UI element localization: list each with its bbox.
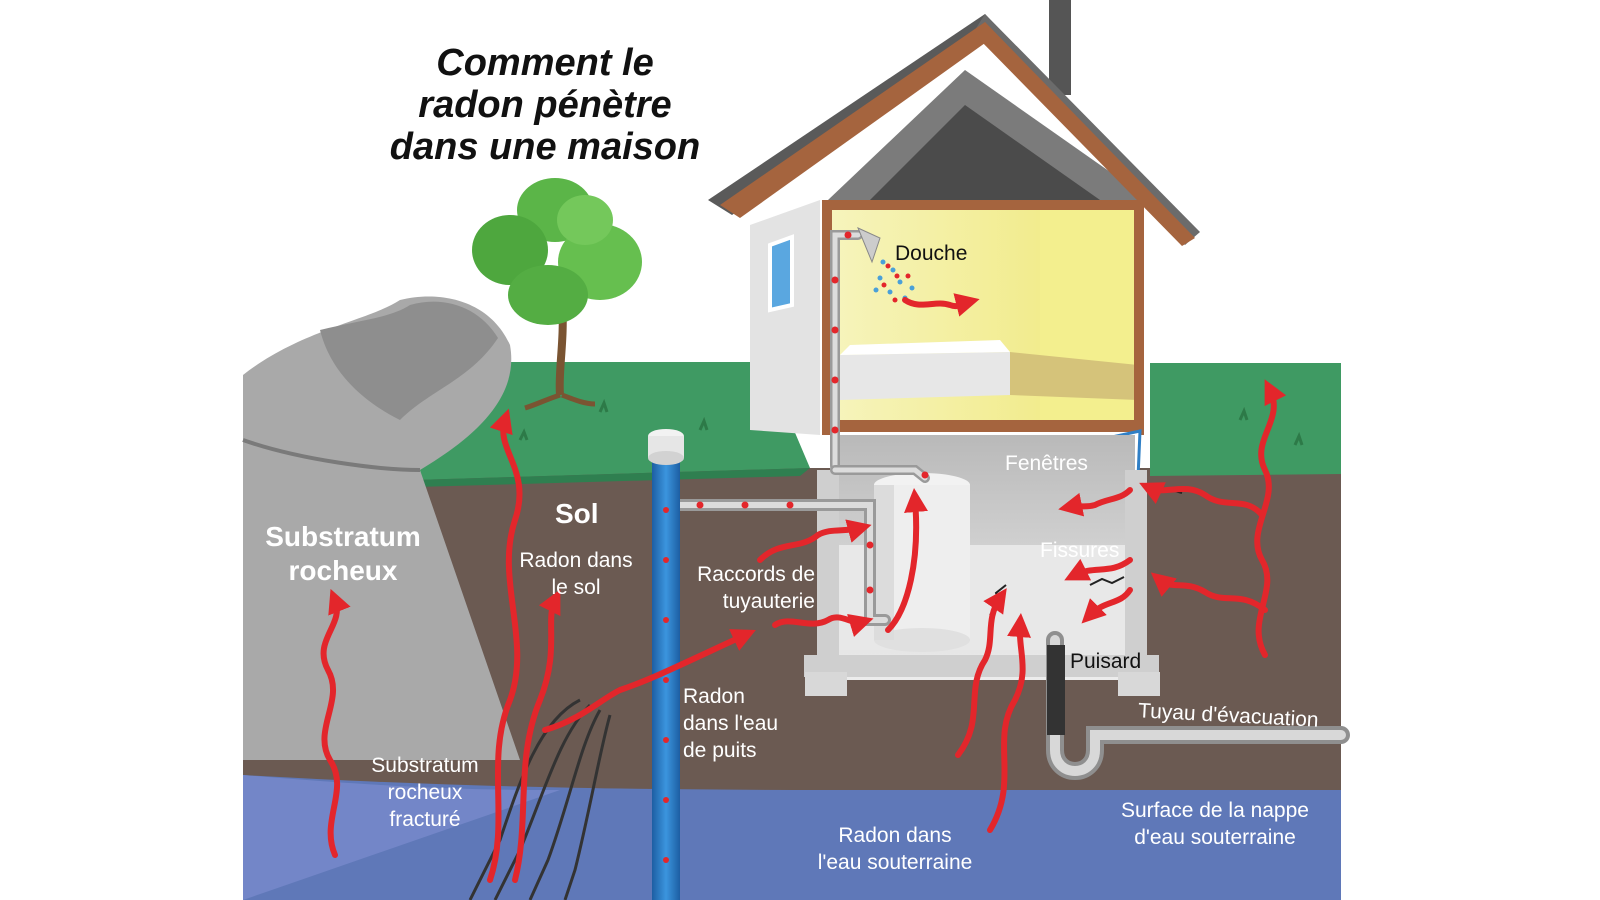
label-substratum-line-2: rocheux [288, 555, 398, 586]
radon-particles [696, 231, 929, 594]
label-radon-sol: Radon dans le sol [506, 547, 646, 601]
label-raccords-line-2: tuyauterie [722, 590, 815, 613]
label-radon-sol-line-2: le sol [551, 576, 601, 599]
label-fenetres: Fenêtres [1005, 452, 1088, 475]
label-substratum-fracture-line-3: fracturé [389, 808, 461, 831]
title-line-3: dans une maison [389, 126, 701, 168]
label-substratum: Substratum rocheux [253, 520, 433, 588]
label-substratum-fracture-line-1: Substratum [371, 754, 479, 777]
bedrock [242, 296, 520, 760]
label-sol: Sol [555, 498, 599, 529]
house [708, 14, 1200, 484]
label-nappe-line-2: d'eau souterraine [1134, 826, 1296, 849]
label-nappe: Surface de la nappe d'eau souterraine [1095, 797, 1335, 851]
label-substratum-fracture-line-2: rocheux [387, 781, 463, 804]
label-radon-sol-line-1: Radon dans [519, 549, 633, 572]
label-radon-eau-line-2: l'eau souterraine [817, 851, 973, 874]
label-fissures: Fissures [1040, 539, 1120, 562]
label-raccords: Raccords de tuyauterie [670, 561, 815, 615]
shower-head [857, 227, 915, 303]
label-douche: Douche [895, 242, 968, 265]
label-radon-puits-line-2: dans l'eau [683, 712, 779, 735]
title-line-2: radon pénètre [418, 84, 672, 126]
radon-arrows [320, 293, 1287, 883]
label-radon-eau-line-1: Radon dans [838, 824, 952, 847]
label-substratum-fracture: Substratum rocheux fracturé [355, 752, 495, 833]
diagram-title: Comment le radon pénètre dans une maison [335, 42, 755, 168]
tree [472, 178, 642, 411]
label-puisard: Puisard [1070, 650, 1142, 673]
label-raccords-line-1: Raccords de [697, 563, 815, 586]
label-nappe-line-1: Surface de la nappe [1121, 799, 1309, 822]
label-radon-puits: Radon dans l'eau de puits [683, 683, 778, 764]
label-substratum-line-1: Substratum [265, 521, 421, 552]
basement [804, 435, 1183, 696]
label-radon-puits-line-3: de puits [683, 739, 757, 762]
label-radon-eau: Radon dans l'eau souterraine [795, 822, 995, 876]
chimney [1049, 0, 1071, 95]
label-radon-puits-line-1: Radon [683, 685, 745, 708]
title-line-1: Comment le [436, 42, 654, 84]
